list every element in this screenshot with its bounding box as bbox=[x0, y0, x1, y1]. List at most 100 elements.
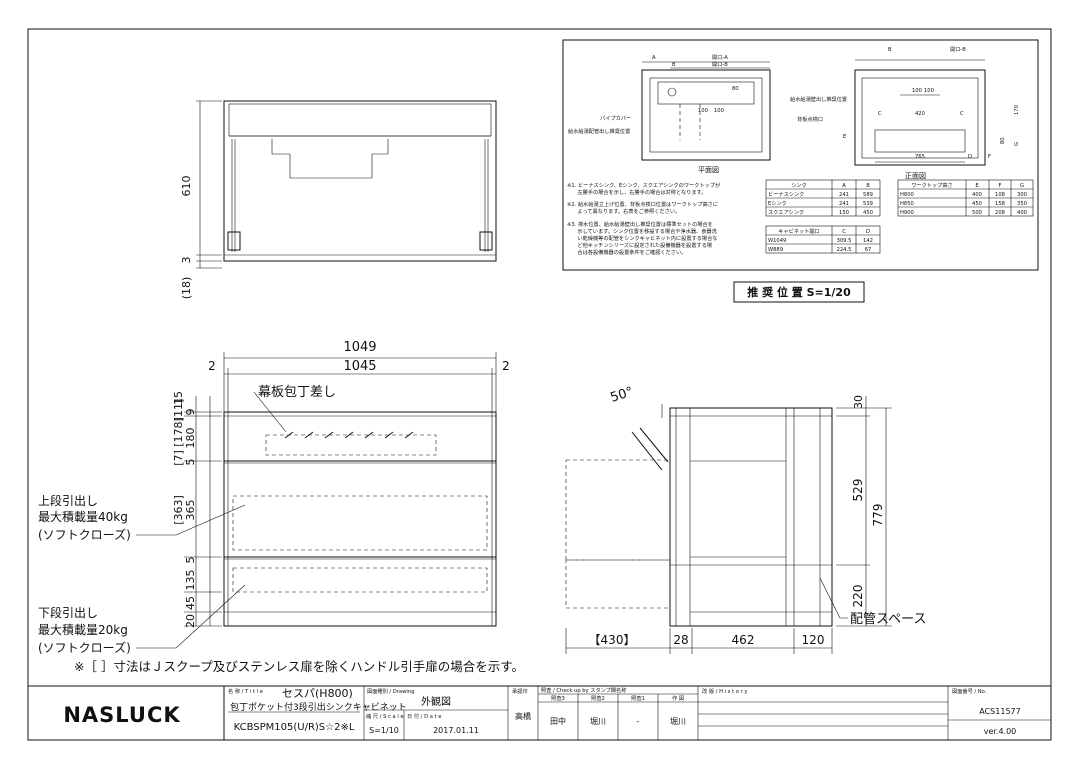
side-middle-dim: 529 bbox=[851, 479, 865, 502]
lower-drawer-line-2: 最大積載量20kg bbox=[38, 622, 128, 637]
elev-label-5: 100 bbox=[924, 88, 934, 94]
front-h-0: [11] bbox=[172, 399, 185, 422]
number-caption: 図面番号 / No. bbox=[952, 688, 987, 695]
top-gap-dim: 3 bbox=[180, 257, 193, 264]
elev-label-1: B bbox=[888, 47, 892, 53]
recommend-note-6: い乾燥機等の配管をシンクキャビネット内に設置する場合な bbox=[567, 234, 717, 242]
plan-label-2: A bbox=[652, 55, 656, 61]
wt-r0-c3: 300 bbox=[1017, 192, 1027, 198]
top-view bbox=[196, 100, 497, 269]
sink-head-1: A bbox=[842, 183, 846, 189]
wt-r1-c2: 158 bbox=[995, 201, 1005, 207]
elev-label-2: 給水給湯壁出し推奨位置 bbox=[790, 95, 847, 103]
sink-r0-c1: 241 bbox=[839, 192, 849, 198]
wt-r0-c0: H800 bbox=[900, 192, 914, 198]
front-h-4: 180 bbox=[184, 428, 197, 449]
check-head-2: 照査1 bbox=[631, 694, 645, 702]
elev-label-8: C bbox=[960, 111, 964, 117]
wt-head-1: E bbox=[975, 183, 978, 189]
sink-table bbox=[765, 179, 881, 217]
front-h-1: 15 bbox=[172, 391, 185, 405]
check-head-0: 照査3 bbox=[551, 694, 565, 702]
check-caption: 照査 / Check up by スタンプ欄名称 bbox=[541, 686, 626, 694]
drawing-type: 外観図 bbox=[421, 695, 451, 708]
scale-value: S=1/10 bbox=[369, 726, 399, 735]
plan-label-5: 給水給湯配管出し推奨位置 bbox=[568, 127, 630, 135]
plan-label-0: 開口-A bbox=[712, 54, 728, 61]
wt-r2-c3: 400 bbox=[1017, 210, 1027, 216]
model-number: KCBSPM105(U/R)S☆2※L bbox=[234, 722, 355, 733]
front-h-2: 9 bbox=[184, 409, 197, 416]
front-h-8: 365 bbox=[184, 500, 197, 521]
wt-head-0: ワークトップ高さ bbox=[911, 181, 953, 189]
side-top-dim: 30 bbox=[852, 395, 865, 409]
side-view bbox=[565, 396, 892, 654]
plan-label-6: 100 bbox=[698, 108, 708, 114]
cab-head-1: C bbox=[842, 229, 846, 235]
plan-label-1: 開口-B bbox=[712, 61, 728, 68]
wt-table bbox=[897, 179, 1034, 217]
check-head-3: 作 図 bbox=[672, 694, 684, 702]
sink-r1-c1: 241 bbox=[839, 201, 849, 207]
piping-space-label: 配管スペース bbox=[850, 612, 926, 627]
cab-table bbox=[765, 225, 881, 254]
cab-r1-c1: 224.5 bbox=[837, 247, 852, 253]
elev-label-10: 765 bbox=[915, 154, 925, 160]
front-h-7: [363] bbox=[172, 495, 185, 525]
recommend-panel bbox=[562, 39, 1039, 303]
wt-r2-c0: H900 bbox=[900, 210, 914, 216]
sink-head-2: B bbox=[866, 183, 870, 189]
elev-label-6: C bbox=[878, 111, 882, 117]
wt-r1-c1: 450 bbox=[972, 201, 982, 207]
sink-r0-c0: ビーナスシンク bbox=[768, 190, 804, 198]
cab-r1-c0: W889 bbox=[768, 247, 783, 253]
recommend-note-0: ※1. ビーナスシンク、Eシンク、スクエアシンクのワークトップが bbox=[567, 181, 721, 189]
plan-label-9: 平面図 bbox=[698, 166, 719, 174]
drawing-border bbox=[27, 28, 1052, 741]
elev-label-4: 100 bbox=[912, 88, 922, 94]
front-h-5: [7] bbox=[172, 450, 185, 466]
recommend-note-8: 合は各設備機器の設置条件をご確認ください。 bbox=[567, 248, 686, 256]
front-h-9: 5 bbox=[184, 557, 197, 564]
recommend-note-3: よって異なります。右表をご参照ください。 bbox=[567, 207, 680, 215]
front-h-10: 135 bbox=[184, 570, 197, 591]
side-rear-dim: 120 bbox=[802, 633, 825, 647]
plan-label-7: 100 bbox=[714, 108, 724, 114]
front-h-12: 20 bbox=[184, 614, 197, 628]
sink-r2-c1: 150 bbox=[839, 210, 849, 216]
wt-r2-c2: 208 bbox=[995, 210, 1005, 216]
recommend-note-2: ※2. 給水給湯立上げ位置、背板点検口位置はワークトップ高さに bbox=[567, 200, 718, 208]
sink-r1-c0: Eシンク bbox=[768, 200, 787, 207]
top-depth-dim: 610 bbox=[180, 176, 193, 197]
designer-caption: 承認印 bbox=[512, 687, 528, 695]
elev-label-0: 開口-B bbox=[950, 46, 966, 53]
date-value: 2017.01.11 bbox=[433, 726, 479, 735]
front-h-6: 5 bbox=[184, 459, 197, 466]
dimension-note: ※［ ］寸法はＪスクープ及びステンレス扉を除くハンドル引手扉の場合を示す。 bbox=[74, 659, 524, 674]
front-overall-width: 1049 bbox=[343, 340, 376, 355]
wt-head-2: F bbox=[999, 183, 1002, 189]
elev-label-9: E bbox=[843, 134, 846, 140]
wt-r2-c1: 500 bbox=[972, 210, 982, 216]
date-caption: 日 付 / D a t e bbox=[407, 712, 441, 720]
sink-head-0: シンク bbox=[791, 182, 807, 189]
front-view bbox=[136, 352, 497, 649]
side-gap-dim: 28 bbox=[673, 633, 688, 647]
side-total-dim: 779 bbox=[871, 504, 885, 527]
product-desc: 包丁ポケット付3段引出シンクキャビネット bbox=[230, 701, 407, 713]
wt-r0-c2: 108 bbox=[995, 192, 1005, 198]
plan-label-8: 80 bbox=[732, 86, 739, 92]
top-offset-dim: (18) bbox=[180, 277, 193, 300]
sink-r1-c2: 539 bbox=[863, 201, 873, 207]
cab-head-2: D bbox=[866, 229, 870, 235]
plan-label-4: パイプカバー bbox=[600, 115, 631, 122]
wt-r1-c0: H850 bbox=[900, 201, 914, 207]
elev-label-15: F bbox=[988, 154, 991, 160]
cab-r0-c0: W1049 bbox=[768, 238, 786, 244]
upper-drawer-line-3: (ソフトクローズ) bbox=[38, 527, 131, 542]
checker-2: - bbox=[637, 717, 640, 726]
upper-drawer-line-1: 上段引出し bbox=[38, 493, 98, 508]
cab-r1-c2: 67 bbox=[865, 247, 872, 253]
side-angle: 50° bbox=[609, 384, 636, 405]
check-head-1: 照査2 bbox=[591, 694, 605, 702]
